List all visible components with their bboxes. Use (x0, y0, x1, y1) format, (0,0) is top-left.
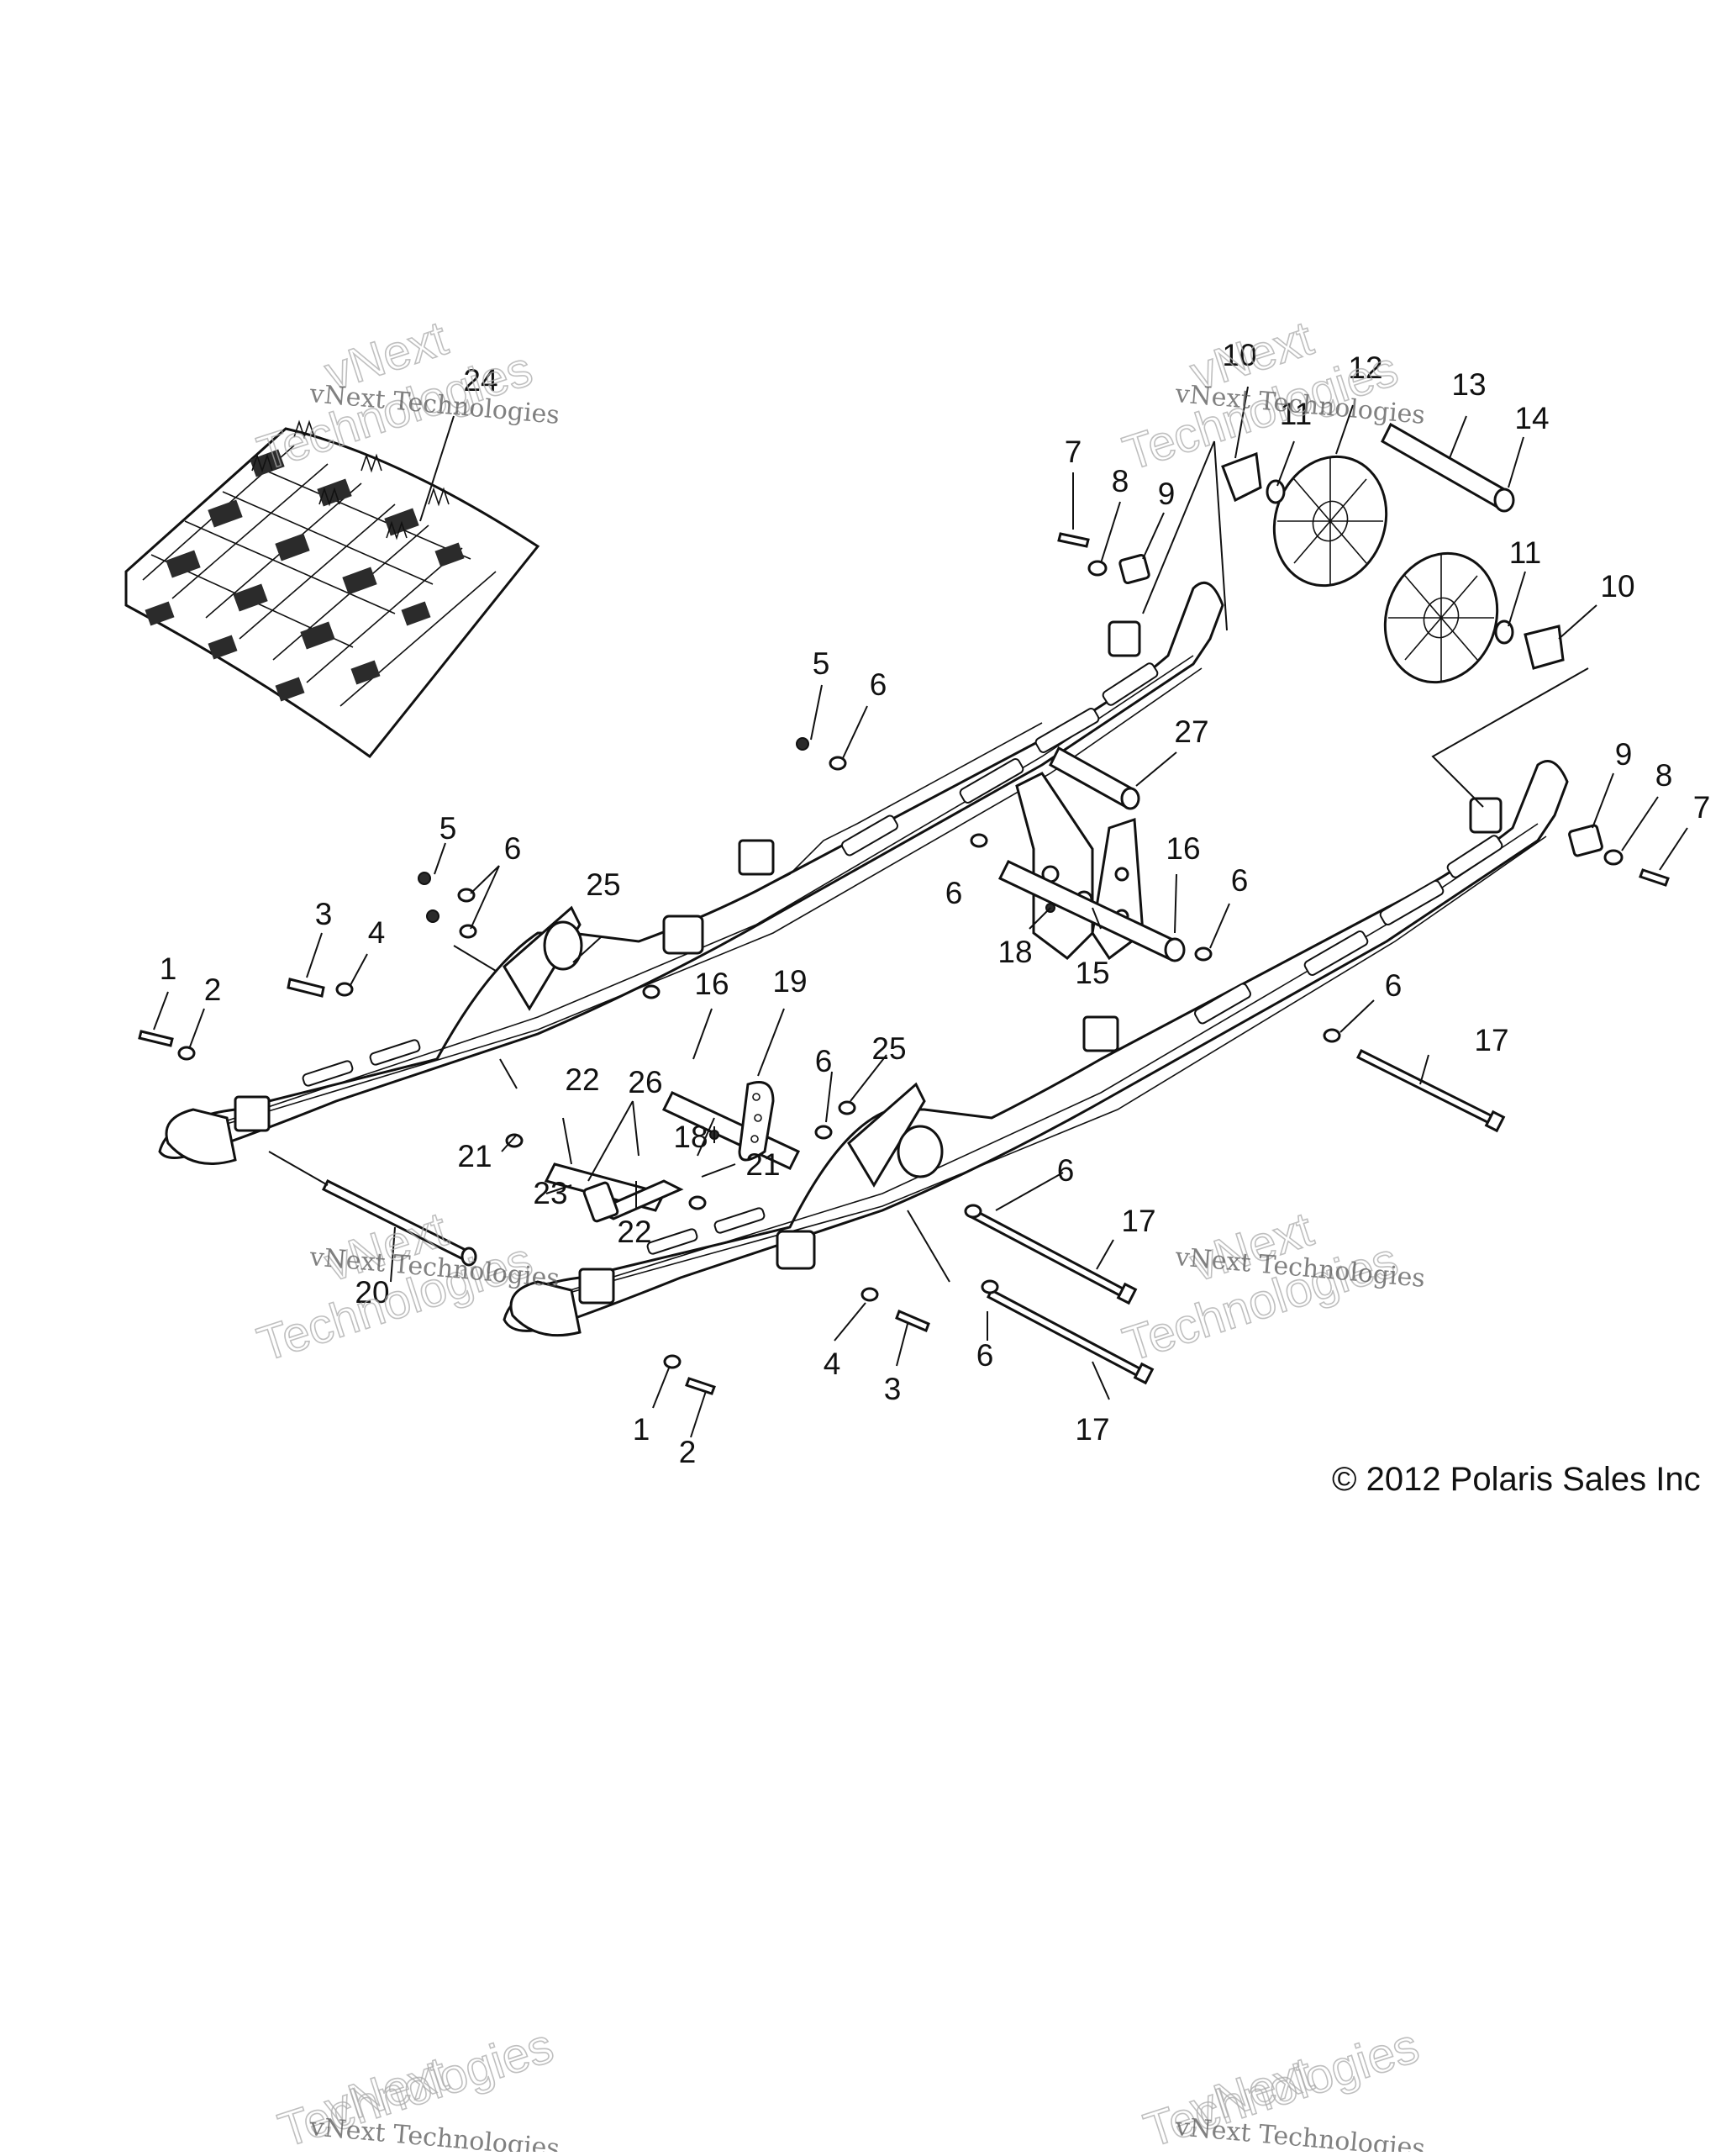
callout-label: 6 (1057, 1153, 1075, 1188)
callout-label: 6 (815, 1044, 833, 1078)
callout-label: 8 (1112, 464, 1129, 498)
callout-label: 18 (673, 1120, 708, 1154)
track-drawing (124, 419, 540, 759)
watermark-text: vNext Technologies (308, 2112, 561, 2152)
callout-label: 1 (160, 951, 177, 986)
callout-label: 22 (617, 1215, 651, 1249)
callout-label: 17 (1474, 1023, 1508, 1057)
callout-label: 3 (884, 1372, 902, 1406)
callout-label: 4 (368, 915, 386, 950)
callout-label: 17 (1075, 1412, 1109, 1447)
callout-label: 6 (1385, 968, 1403, 1003)
callout-label: 6 (870, 667, 887, 702)
callout-label: 13 (1451, 367, 1486, 402)
callout-label: 24 (463, 363, 497, 398)
watermark: vNext Technologies vNext Technologies (1116, 310, 1426, 482)
callout-label: 10 (1600, 569, 1634, 604)
watermark: vNext Technologies vNext Technologies (250, 310, 561, 482)
callout-label: 7 (1693, 790, 1711, 825)
callout-label: 3 (315, 897, 333, 931)
callout-label: 25 (871, 1031, 906, 1066)
watermark: vNext Technologies vNext Technologies (271, 2017, 561, 2156)
callout-label: 7 (1065, 435, 1082, 469)
callout-label: 9 (1158, 477, 1176, 511)
back-rail-drawing (158, 581, 1224, 1165)
watermark-text: vNext Technologies (1173, 2112, 1426, 2152)
callout-label: 14 (1514, 401, 1549, 435)
callout-label: 1 (633, 1412, 650, 1447)
callout-label: 16 (694, 967, 729, 1001)
callout-label: 5 (439, 811, 457, 846)
callout-label: 20 (355, 1275, 389, 1310)
callout-label: 6 (976, 1338, 994, 1373)
callout-labels: 24 7 8 9 10 11 12 13 14 11 10 5 6 27 9 8… (160, 338, 1711, 1469)
callout-label: 4 (824, 1347, 841, 1381)
callout-label: 22 (565, 1062, 599, 1097)
callout-label: 21 (745, 1147, 780, 1182)
callout-label: 19 (772, 964, 807, 999)
front-rail-drawing (503, 760, 1569, 1337)
callout-label: 25 (586, 867, 620, 902)
callout-label: 11 (1280, 397, 1312, 431)
callout-label: 27 (1174, 714, 1208, 749)
callout-label: 23 (533, 1176, 567, 1210)
callout-label: 18 (997, 935, 1032, 969)
callout-label: 21 (457, 1139, 492, 1173)
callout-label: 2 (204, 973, 222, 1007)
callout-label: 6 (504, 831, 522, 866)
callout-label: 26 (628, 1065, 662, 1099)
callout-label: 6 (1231, 863, 1249, 898)
callout-label: 8 (1655, 758, 1673, 793)
callout-label: 16 (1166, 831, 1200, 866)
callout-label: 12 (1348, 351, 1382, 385)
leader-lines (153, 386, 1688, 1438)
callout-label: 5 (813, 646, 830, 681)
hardware-drawing (138, 422, 1670, 1395)
callout-label: 2 (679, 1435, 697, 1469)
callout-label: 17 (1121, 1204, 1155, 1238)
watermark: vNext Technologies vNext Technologies (1137, 2017, 1426, 2156)
callout-label: 9 (1615, 737, 1633, 772)
copyright-text: © 2012 Polaris Sales Inc (1332, 1461, 1701, 1498)
callout-label: 6 (945, 876, 963, 910)
callout-label: 10 (1222, 338, 1256, 372)
watermark: vNext Technologies vNext Technologies (250, 1201, 561, 1373)
callout-label: 11 (1509, 535, 1541, 570)
callout-label: 15 (1075, 956, 1109, 990)
watermark: vNext Technologies vNext Technologies (1116, 1201, 1426, 1373)
